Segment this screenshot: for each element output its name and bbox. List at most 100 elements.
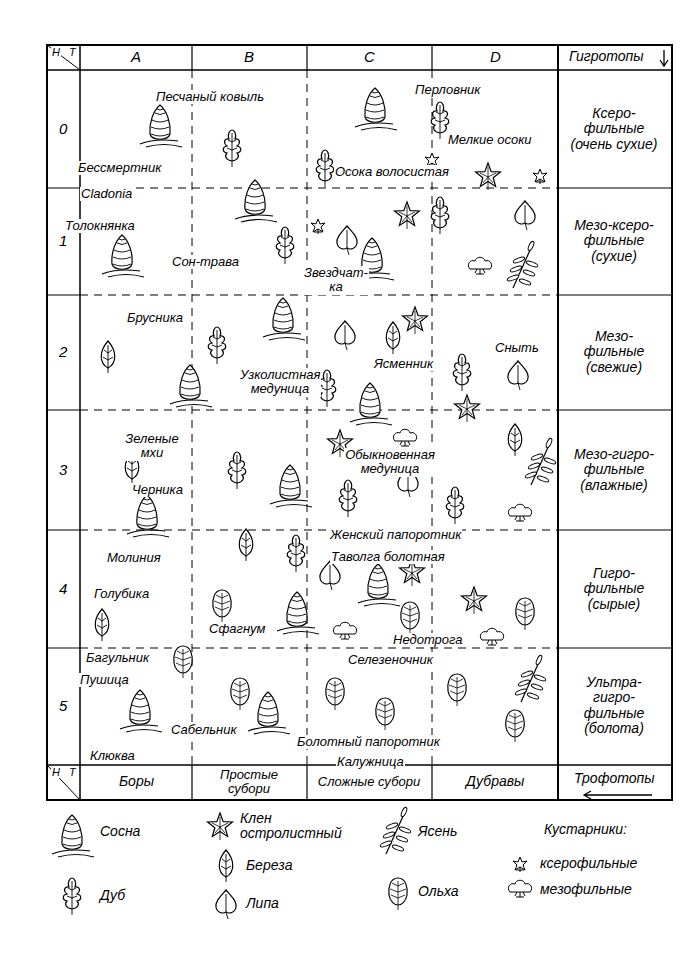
tree-symbols — [52, 88, 556, 919]
table-cell: Трофотопы — [573, 771, 656, 786]
maple-symbol — [395, 202, 420, 229]
alder-symbol — [376, 698, 394, 730]
pine-symbol — [235, 180, 277, 222]
pine-symbol — [120, 690, 162, 732]
oak-symbol — [339, 480, 357, 517]
alder-symbol — [213, 590, 231, 622]
maple-symbol — [403, 307, 428, 334]
legend-text: Ольха — [418, 884, 459, 899]
legend-text: мезофильные — [540, 882, 632, 897]
table-cell: 1 — [58, 233, 68, 250]
pine-symbol — [52, 815, 94, 857]
ash-symbol — [380, 807, 412, 854]
table-cell: Дубравы — [465, 774, 525, 789]
linden-symbol — [335, 321, 355, 350]
pine-symbol — [263, 298, 305, 340]
plant-name: Звездчат- ка — [303, 266, 369, 295]
pine-symbol — [270, 465, 312, 507]
table-cell: Гигротопы — [568, 49, 645, 64]
oak-symbol — [63, 878, 81, 915]
plant-name: Мелкие осоки — [447, 133, 533, 147]
table-cell: C — [363, 49, 376, 66]
maple-symbol — [208, 813, 233, 840]
ash-symbol — [525, 438, 557, 485]
plant-name: Таволга болотная — [330, 550, 446, 564]
shrubm-symbol — [468, 257, 491, 274]
table-cell: Гигро- фильные (сырые) — [563, 566, 665, 612]
alder-symbol — [506, 710, 524, 742]
oak-symbol — [316, 150, 334, 187]
legend-text: Береза — [246, 858, 292, 873]
table-cell: D — [489, 49, 502, 66]
table-cell: Мезо- фильные (свежие) — [563, 329, 665, 375]
shrubx-symbol — [513, 857, 527, 872]
oak-symbol — [208, 327, 226, 364]
plant-name: Сфагнум — [208, 622, 266, 636]
plant-name: Бессмертник — [77, 161, 162, 175]
plant-name: Сабельник — [170, 723, 238, 737]
table-cell: Боры — [118, 774, 155, 789]
plant-name: Молиния — [106, 551, 162, 565]
legend-text: Сосна — [100, 824, 140, 839]
table-cell: B — [243, 49, 255, 66]
linden-symbol — [508, 361, 528, 390]
maple-symbol — [462, 587, 487, 614]
alder-symbol — [231, 678, 249, 710]
oak-symbol — [446, 487, 464, 524]
alder-symbol — [448, 674, 466, 706]
pine-symbol — [355, 88, 397, 130]
plant-name: Болотный папоротник — [296, 735, 441, 749]
shrubx-symbol — [311, 219, 325, 234]
maple-symbol — [476, 163, 501, 190]
oak-symbol — [223, 130, 241, 167]
table-cell: A — [130, 49, 142, 66]
legend-text: Клен остролистный — [240, 811, 335, 842]
plant-name: Узколистная медуница — [239, 368, 321, 397]
birch-symbol — [239, 529, 253, 561]
pine-symbol — [102, 235, 144, 277]
pine-symbol — [350, 383, 392, 425]
alder-symbol — [389, 878, 407, 910]
shrubm-symbol — [508, 880, 531, 897]
table-cell: 4 — [58, 581, 68, 598]
table-cell: Т — [68, 766, 77, 778]
linden-symbol — [216, 890, 236, 919]
alder-symbol — [401, 602, 419, 634]
pine-symbol — [277, 592, 319, 634]
table-cell: 5 — [58, 698, 68, 715]
plant-name: Клюква — [89, 749, 136, 763]
legend-text: ксерофильные — [540, 856, 637, 871]
shrubm-symbol — [480, 628, 503, 645]
pine-symbol — [127, 495, 169, 537]
plant-name: Калужница — [336, 755, 405, 769]
linden-symbol — [515, 201, 535, 230]
table-cell: Т — [68, 46, 77, 58]
plant-name: Сныть — [494, 341, 540, 355]
birch-symbol — [101, 341, 115, 373]
alder-symbol — [516, 598, 534, 630]
shrubm-symbol — [333, 622, 356, 639]
plant-name: Обыкновенная медуница — [344, 448, 436, 477]
legend-heading: Кустарники: — [543, 822, 628, 837]
plant-name: Селезеночник — [347, 653, 434, 667]
linden-symbol — [337, 226, 357, 255]
plant-name: Черника — [131, 483, 184, 497]
plant-name: Толокнянка — [64, 219, 136, 233]
maple-symbol — [455, 395, 480, 422]
oak-symbol — [276, 227, 294, 264]
legend-text: Ясень — [418, 824, 457, 839]
linden-symbol — [320, 561, 340, 590]
legend-text: Липа — [246, 896, 279, 911]
oak-symbol — [228, 452, 246, 489]
oak-symbol — [287, 535, 305, 572]
ash-symbol — [507, 241, 539, 288]
pine-symbol — [248, 692, 290, 734]
table-cell: Простые субори — [198, 768, 300, 797]
table-cell: Мезо-ксеро- фильные (сухие) — [563, 218, 665, 264]
plant-name: Осока волосистая — [334, 165, 450, 179]
legend-text: Дуб — [100, 888, 125, 903]
plant-name: Багульник — [85, 651, 150, 665]
alder-symbol — [326, 678, 344, 710]
table-cell: 0 — [58, 121, 68, 138]
